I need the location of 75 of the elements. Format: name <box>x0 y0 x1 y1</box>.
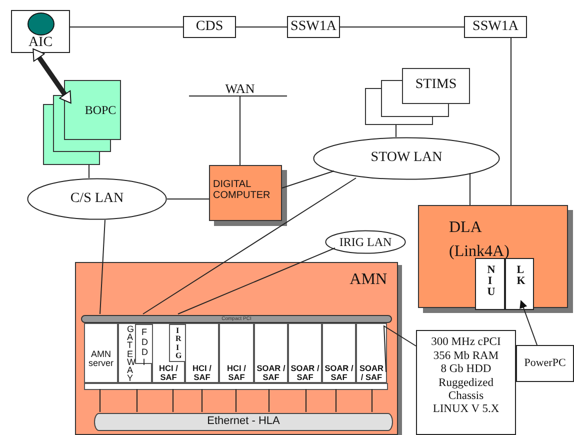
component-box <box>464 16 527 38</box>
card-label: SOAR / SAF <box>290 364 320 382</box>
component-box <box>287 16 340 38</box>
card-slot <box>152 323 185 383</box>
card-slot <box>254 323 288 383</box>
vertical-label: NIU <box>487 265 493 298</box>
bus-bar <box>81 315 392 323</box>
spec-callout <box>416 330 516 435</box>
computer-stack <box>43 80 121 165</box>
connector-line <box>268 388 270 412</box>
connector-line <box>340 26 464 28</box>
connector-line <box>70 26 184 28</box>
card-slot <box>356 323 387 383</box>
network-label: IRIG LAN <box>338 236 393 248</box>
network-ellipse <box>325 230 406 254</box>
card-slot <box>505 258 534 310</box>
double-arrow <box>32 48 72 104</box>
card-slot <box>475 258 505 310</box>
spec-line: LINUX V 5.X <box>432 403 500 416</box>
network-label: C/S LAN <box>69 192 125 206</box>
component-box <box>183 16 236 38</box>
connector-line <box>136 388 138 412</box>
card-label: AMN server <box>87 350 114 368</box>
card-label: SOAR / SAF <box>358 364 384 382</box>
spec-line: 8 Gb HDD <box>440 363 492 376</box>
card-slot <box>185 323 219 383</box>
unit-label: DLA <box>449 220 482 237</box>
card-label: HCI / SAF <box>192 364 212 382</box>
connector-line <box>166 198 210 200</box>
spec-line: 300 MHz cPCI <box>430 336 502 349</box>
network-label: STOW LAN <box>370 151 444 166</box>
box-label: SSW1A <box>290 20 338 34</box>
device-box <box>11 10 70 53</box>
spec-line: 356 Mb RAM <box>432 350 500 362</box>
network-label: WAN <box>224 82 256 96</box>
card-label: SOAR / SAF <box>324 364 354 382</box>
box-label: CDS <box>194 20 224 34</box>
box-label: SSW1A <box>472 20 520 34</box>
ethernet-bus <box>94 413 393 431</box>
vertical-label: IRIG <box>176 327 180 360</box>
computer-label: DIGITAL COMPUTER <box>213 180 272 201</box>
card-slot <box>288 323 322 383</box>
backplane-bar <box>84 383 388 390</box>
connector-line <box>383 325 416 372</box>
bus-label: Ethernet - HLA <box>206 416 281 428</box>
card-label: HCI / SAF <box>226 364 247 382</box>
network-ellipse <box>27 178 167 220</box>
stack-label: BOPC <box>84 104 118 117</box>
connector-line <box>172 388 174 412</box>
stack-label: STIMS <box>414 78 458 93</box>
connector-line <box>236 26 288 28</box>
connector-line <box>142 178 356 314</box>
spec-line: Ruggedized Chassis <box>438 376 494 402</box>
vertical-label: FDDI <box>142 327 146 367</box>
chassis-label: AMN <box>350 272 387 289</box>
computer-stack <box>365 68 470 125</box>
card-slot <box>322 323 356 383</box>
callout-box <box>516 345 574 382</box>
card-slot <box>118 323 152 383</box>
arrow <box>520 300 538 346</box>
card-slot <box>219 323 254 383</box>
card-module <box>169 324 186 362</box>
card-label: HCI / SAF <box>158 364 179 382</box>
box-label: PowerPC <box>523 358 567 370</box>
connector-line <box>510 38 512 206</box>
device-label: AIC <box>27 36 54 51</box>
connector-line <box>88 164 90 178</box>
unit-label: (Link4A) <box>449 244 510 261</box>
card-module <box>135 324 153 364</box>
connector-line <box>282 170 334 188</box>
connector-line <box>178 248 336 314</box>
connector-line <box>100 220 106 314</box>
network-ellipse <box>313 137 500 180</box>
card-label: SOAR / SAF <box>256 364 286 382</box>
card-slot <box>84 323 118 383</box>
